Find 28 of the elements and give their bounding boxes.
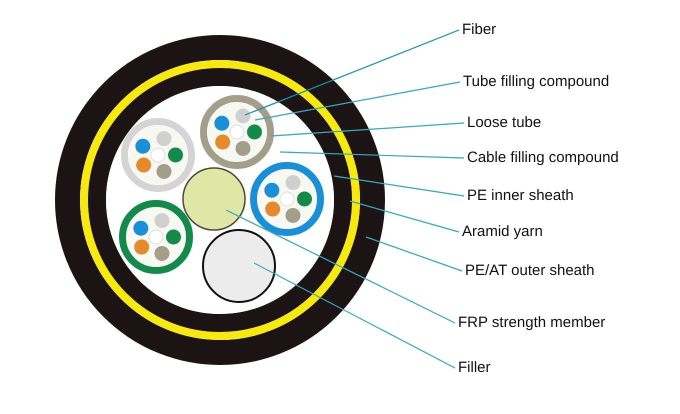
part-label: Tube filling compound [463,73,610,90]
leader-line [226,209,456,324]
part-label: Cable filling compound [467,149,619,166]
fiber-circle [156,131,172,146]
part-label: Aramid yarn [462,223,543,240]
leader-line [244,29,460,116]
leader-line [366,236,462,272]
part-label: Filler [458,359,490,376]
leader-line [254,262,456,369]
leader-line [334,175,464,197]
leader-line [350,200,460,233]
part-label: PE inner sheath [467,187,574,204]
loose-tube-ring [200,95,274,169]
part-label: FRP strength member [458,314,606,331]
leader-line [270,122,464,137]
part-label: Fiber [462,21,496,38]
fiber-circle [286,175,300,190]
part-label: Loose tube [467,114,542,131]
leader-line [254,81,460,121]
leader-line [280,151,464,159]
outer-sheath-ring [55,35,385,365]
fiber-circle [236,108,250,124]
filling-compound-area [106,86,334,314]
filler-circle [202,229,276,303]
tube-filling-area [208,102,266,162]
part-label: PE/AT outer sheath [465,262,595,279]
fiber-circle [154,213,170,228]
strength-member-circle [182,167,246,231]
